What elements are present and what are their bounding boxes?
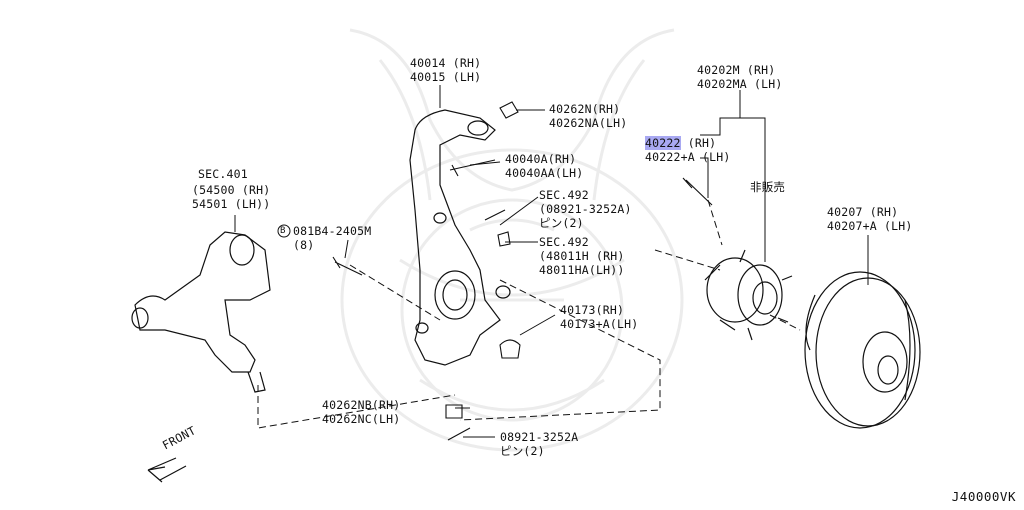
assembly-dashed-lines xyxy=(257,199,801,429)
label-dust-boot: 40173(RH)40173+A(LH) xyxy=(560,303,639,331)
label-sec-492-upper: SEC.492 xyxy=(539,188,589,202)
front-arrow-icon xyxy=(147,457,187,483)
label-not-for-sale: 非販売 xyxy=(750,180,786,194)
label-sec-492-lower: SEC.492 xyxy=(539,235,589,249)
label-pin-upper: (08921-3252A)ピン(2) xyxy=(539,202,632,230)
label-hub-bolt: 40222 (RH) 40222+A (LH) xyxy=(645,136,731,164)
label-nut-bottom: 40262NB(RH)40262NC(LH) xyxy=(322,398,401,426)
label-nut-top: 40262N(RH)40262NA(LH) xyxy=(549,102,628,130)
watermark-emblem xyxy=(340,28,684,452)
label-bolt: 40040A(RH)40040AA(LH) xyxy=(505,152,584,180)
highlighted-part-number[interactable]: 40222 xyxy=(645,136,681,150)
circled-b-label: B xyxy=(280,226,286,236)
steering-knuckle-shape xyxy=(409,109,511,366)
label-hub-bearing: 40202M (RH)40202MA (LH) xyxy=(697,63,783,91)
label-bolt-081b4: 081B4-2405M(8) xyxy=(293,224,372,252)
label-brake-rotor: 40207 (RH)40207+A (LH) xyxy=(827,205,913,233)
small-parts-shapes xyxy=(332,101,713,441)
label-tie-rod-end: (48011H (RH)48011HA(LH)) xyxy=(539,249,625,277)
brake-rotor-shape xyxy=(804,271,921,429)
diagram-code: J40000VK xyxy=(951,489,1016,504)
leader-lines xyxy=(234,85,869,438)
label-lower-arm: (54500 (RH)54501 (LH)) xyxy=(192,183,271,211)
hub-bearing-shape xyxy=(704,249,793,341)
lower-control-arm-shape xyxy=(131,231,271,393)
circled-b-icon xyxy=(277,224,291,238)
label-sec-401: SEC.401 xyxy=(198,167,248,181)
label-knuckle: 40014 (RH)40015 (LH) xyxy=(410,56,482,84)
